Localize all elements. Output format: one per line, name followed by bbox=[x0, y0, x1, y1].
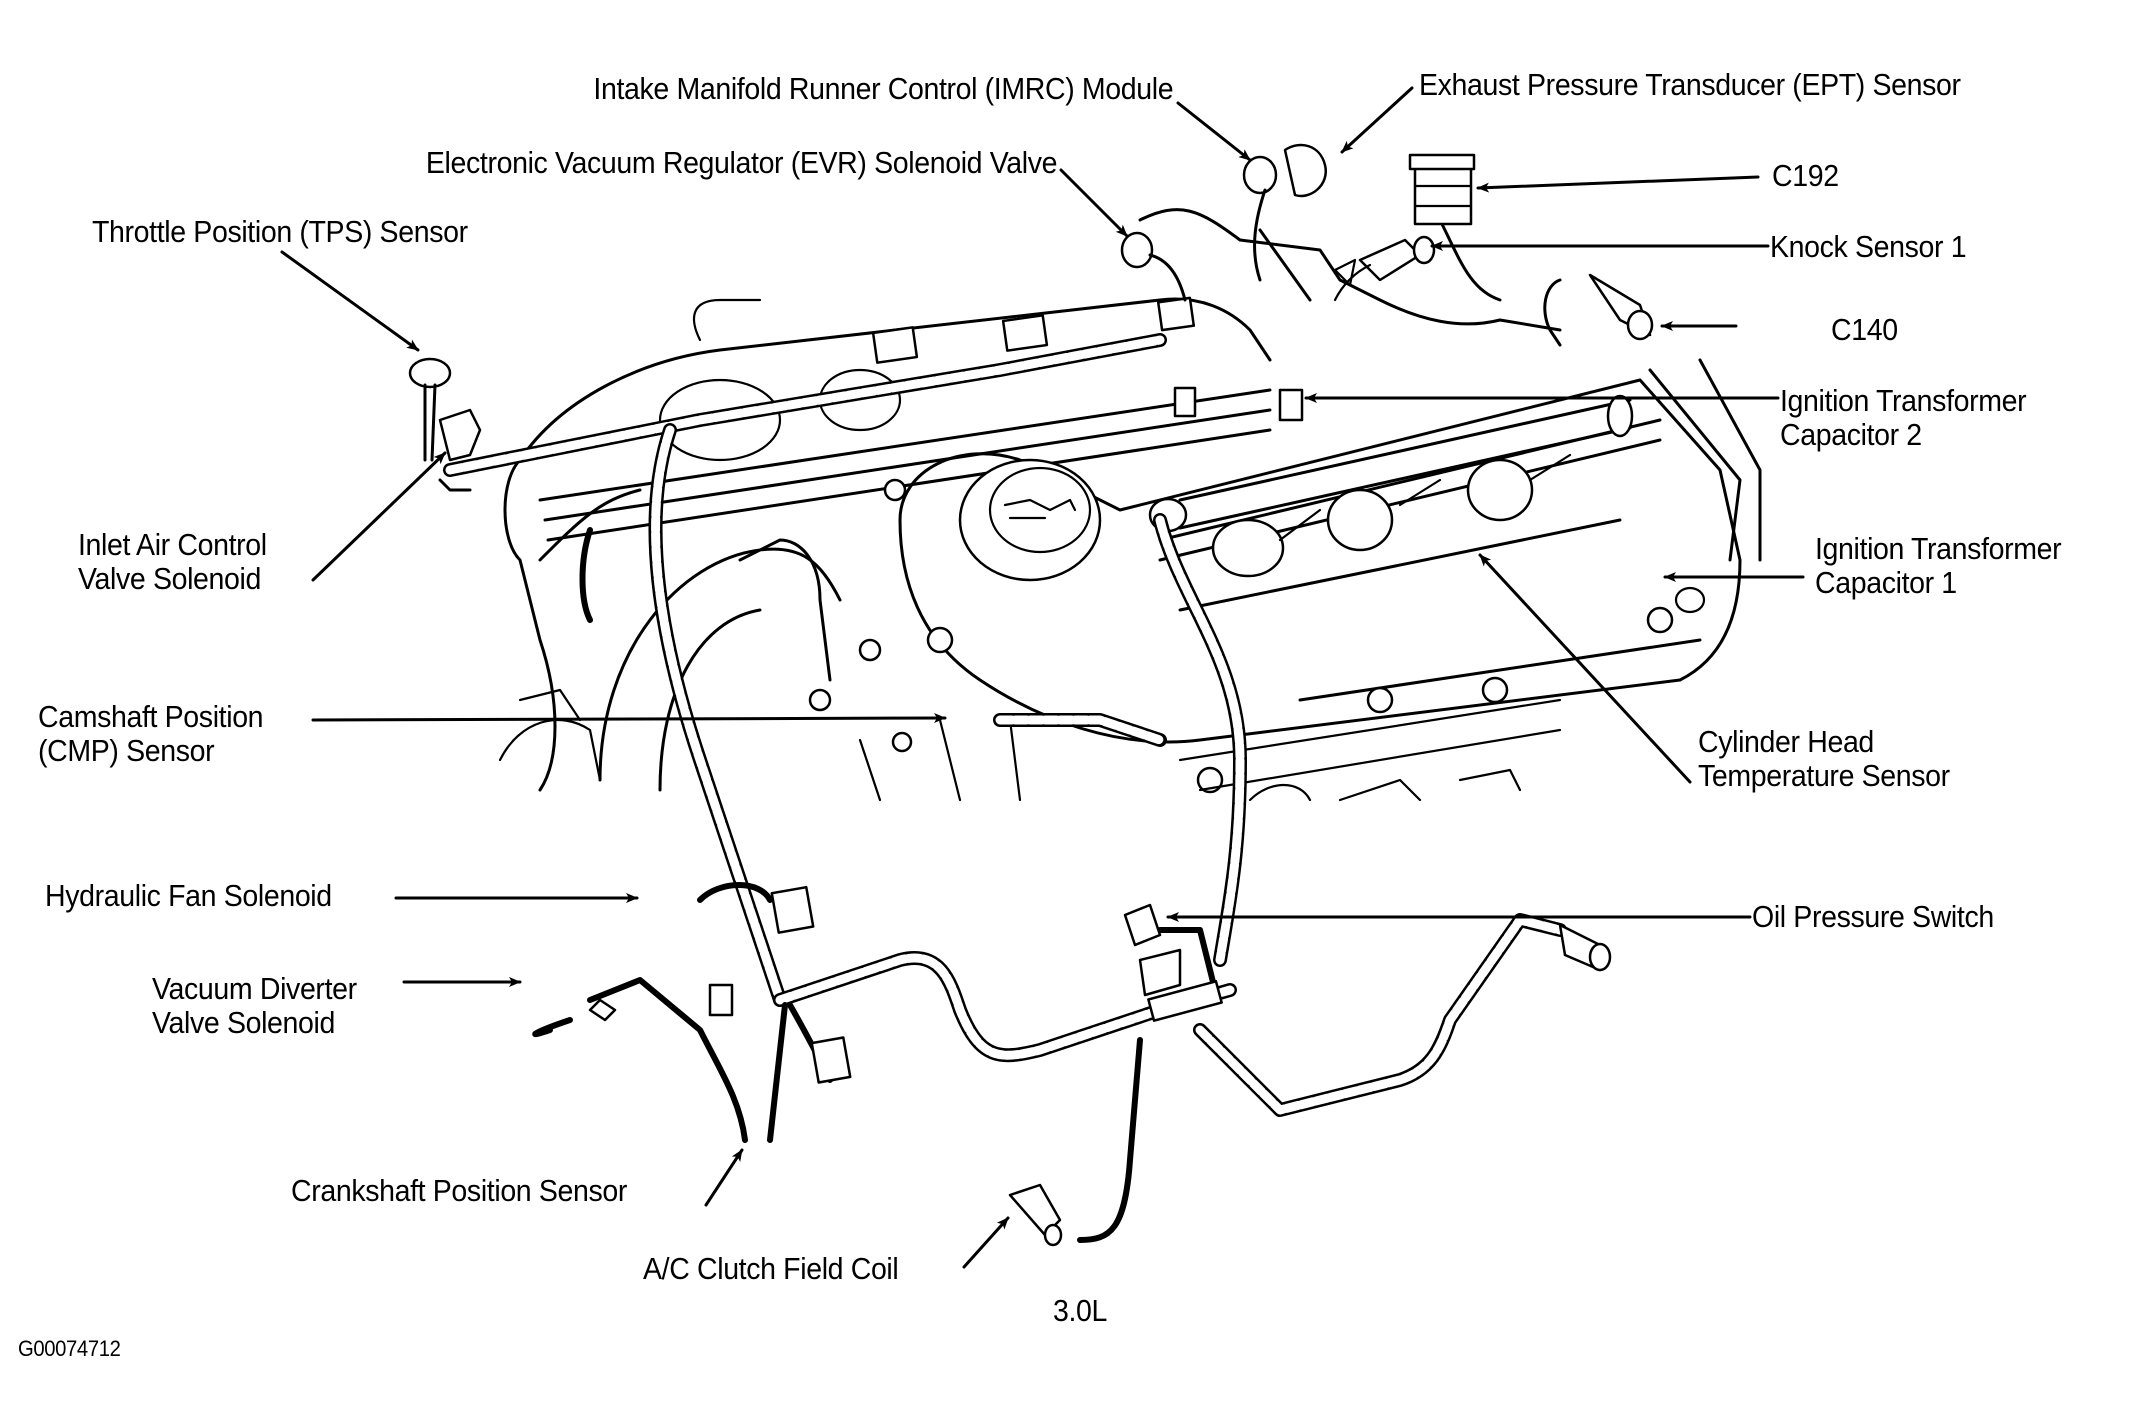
callout-crankshaft-position-sensor: Crankshaft Position Sensor bbox=[291, 1173, 628, 1208]
callout-cmp-sensor: Camshaft Position (CMP) Sensor bbox=[38, 699, 264, 768]
callout-ac-clutch-field-coil: A/C Clutch Field Coil bbox=[643, 1251, 899, 1286]
callout-knock-sensor-1: Knock Sensor 1 bbox=[1770, 229, 1967, 264]
wiring-harness bbox=[443, 333, 1612, 1247]
callout-cylinder-head-temperature-sensor: Cylinder Head Temperature Sensor bbox=[1698, 725, 1950, 793]
callout-line: Ignition Transformer bbox=[1815, 531, 2062, 566]
callout-line: Ignition Transformer bbox=[1780, 383, 2027, 418]
callout-ignition-transformer-capacitor-2: Ignition Transformer Capacitor 2 bbox=[1780, 383, 2027, 452]
callout-vacuum-diverter-valve-solenoid: Vacuum Diverter Valve Solenoid bbox=[152, 972, 357, 1040]
callout-ept-sensor: Exhaust Pressure Transducer (EPT) Sensor bbox=[1419, 67, 1961, 102]
engine-block-drawing bbox=[408, 143, 1762, 802]
callout-ignition-transformer-capacitor-1: Ignition Transformer Capacitor 1 bbox=[1815, 531, 2062, 600]
callout-oil-pressure-switch: Oil Pressure Switch bbox=[1752, 899, 1994, 934]
callout-c140: C140 bbox=[1831, 312, 1898, 347]
callout-line: Temperature Sensor bbox=[1698, 758, 1950, 793]
callout-line: Cylinder Head bbox=[1698, 724, 1874, 759]
callout-line: Inlet Air Control bbox=[78, 527, 267, 562]
leader-lines bbox=[280, 86, 1805, 1269]
callout-tps-sensor: Throttle Position (TPS) Sensor bbox=[92, 214, 468, 249]
callout-line: Vacuum Diverter bbox=[152, 971, 357, 1006]
callout-line: Capacitor 1 bbox=[1815, 565, 1957, 600]
callout-line: Valve Solenoid bbox=[78, 561, 262, 596]
callout-imrc-module: Intake Manifold Runner Control (IMRC) Mo… bbox=[593, 71, 1173, 106]
callout-c192: C192 bbox=[1772, 158, 1839, 193]
figure-id: G00074712 bbox=[18, 1336, 121, 1361]
callout-evr-solenoid-valve: Electronic Vacuum Regulator (EVR) Soleno… bbox=[425, 145, 1058, 180]
bolt-glyphs bbox=[808, 478, 1674, 794]
callout-line: Capacitor 2 bbox=[1780, 417, 1922, 452]
callout-hydraulic-fan-solenoid: Hydraulic Fan Solenoid bbox=[45, 878, 332, 913]
callout-line: Valve Solenoid bbox=[152, 1005, 336, 1040]
engine-displacement-label: 3.0L bbox=[1053, 1293, 1108, 1328]
callout-line: Camshaft Position bbox=[38, 699, 264, 734]
callout-line: (CMP) Sensor bbox=[38, 733, 215, 768]
callout-inlet-air-control-valve-solenoid: Inlet Air Control Valve Solenoid bbox=[78, 528, 267, 596]
